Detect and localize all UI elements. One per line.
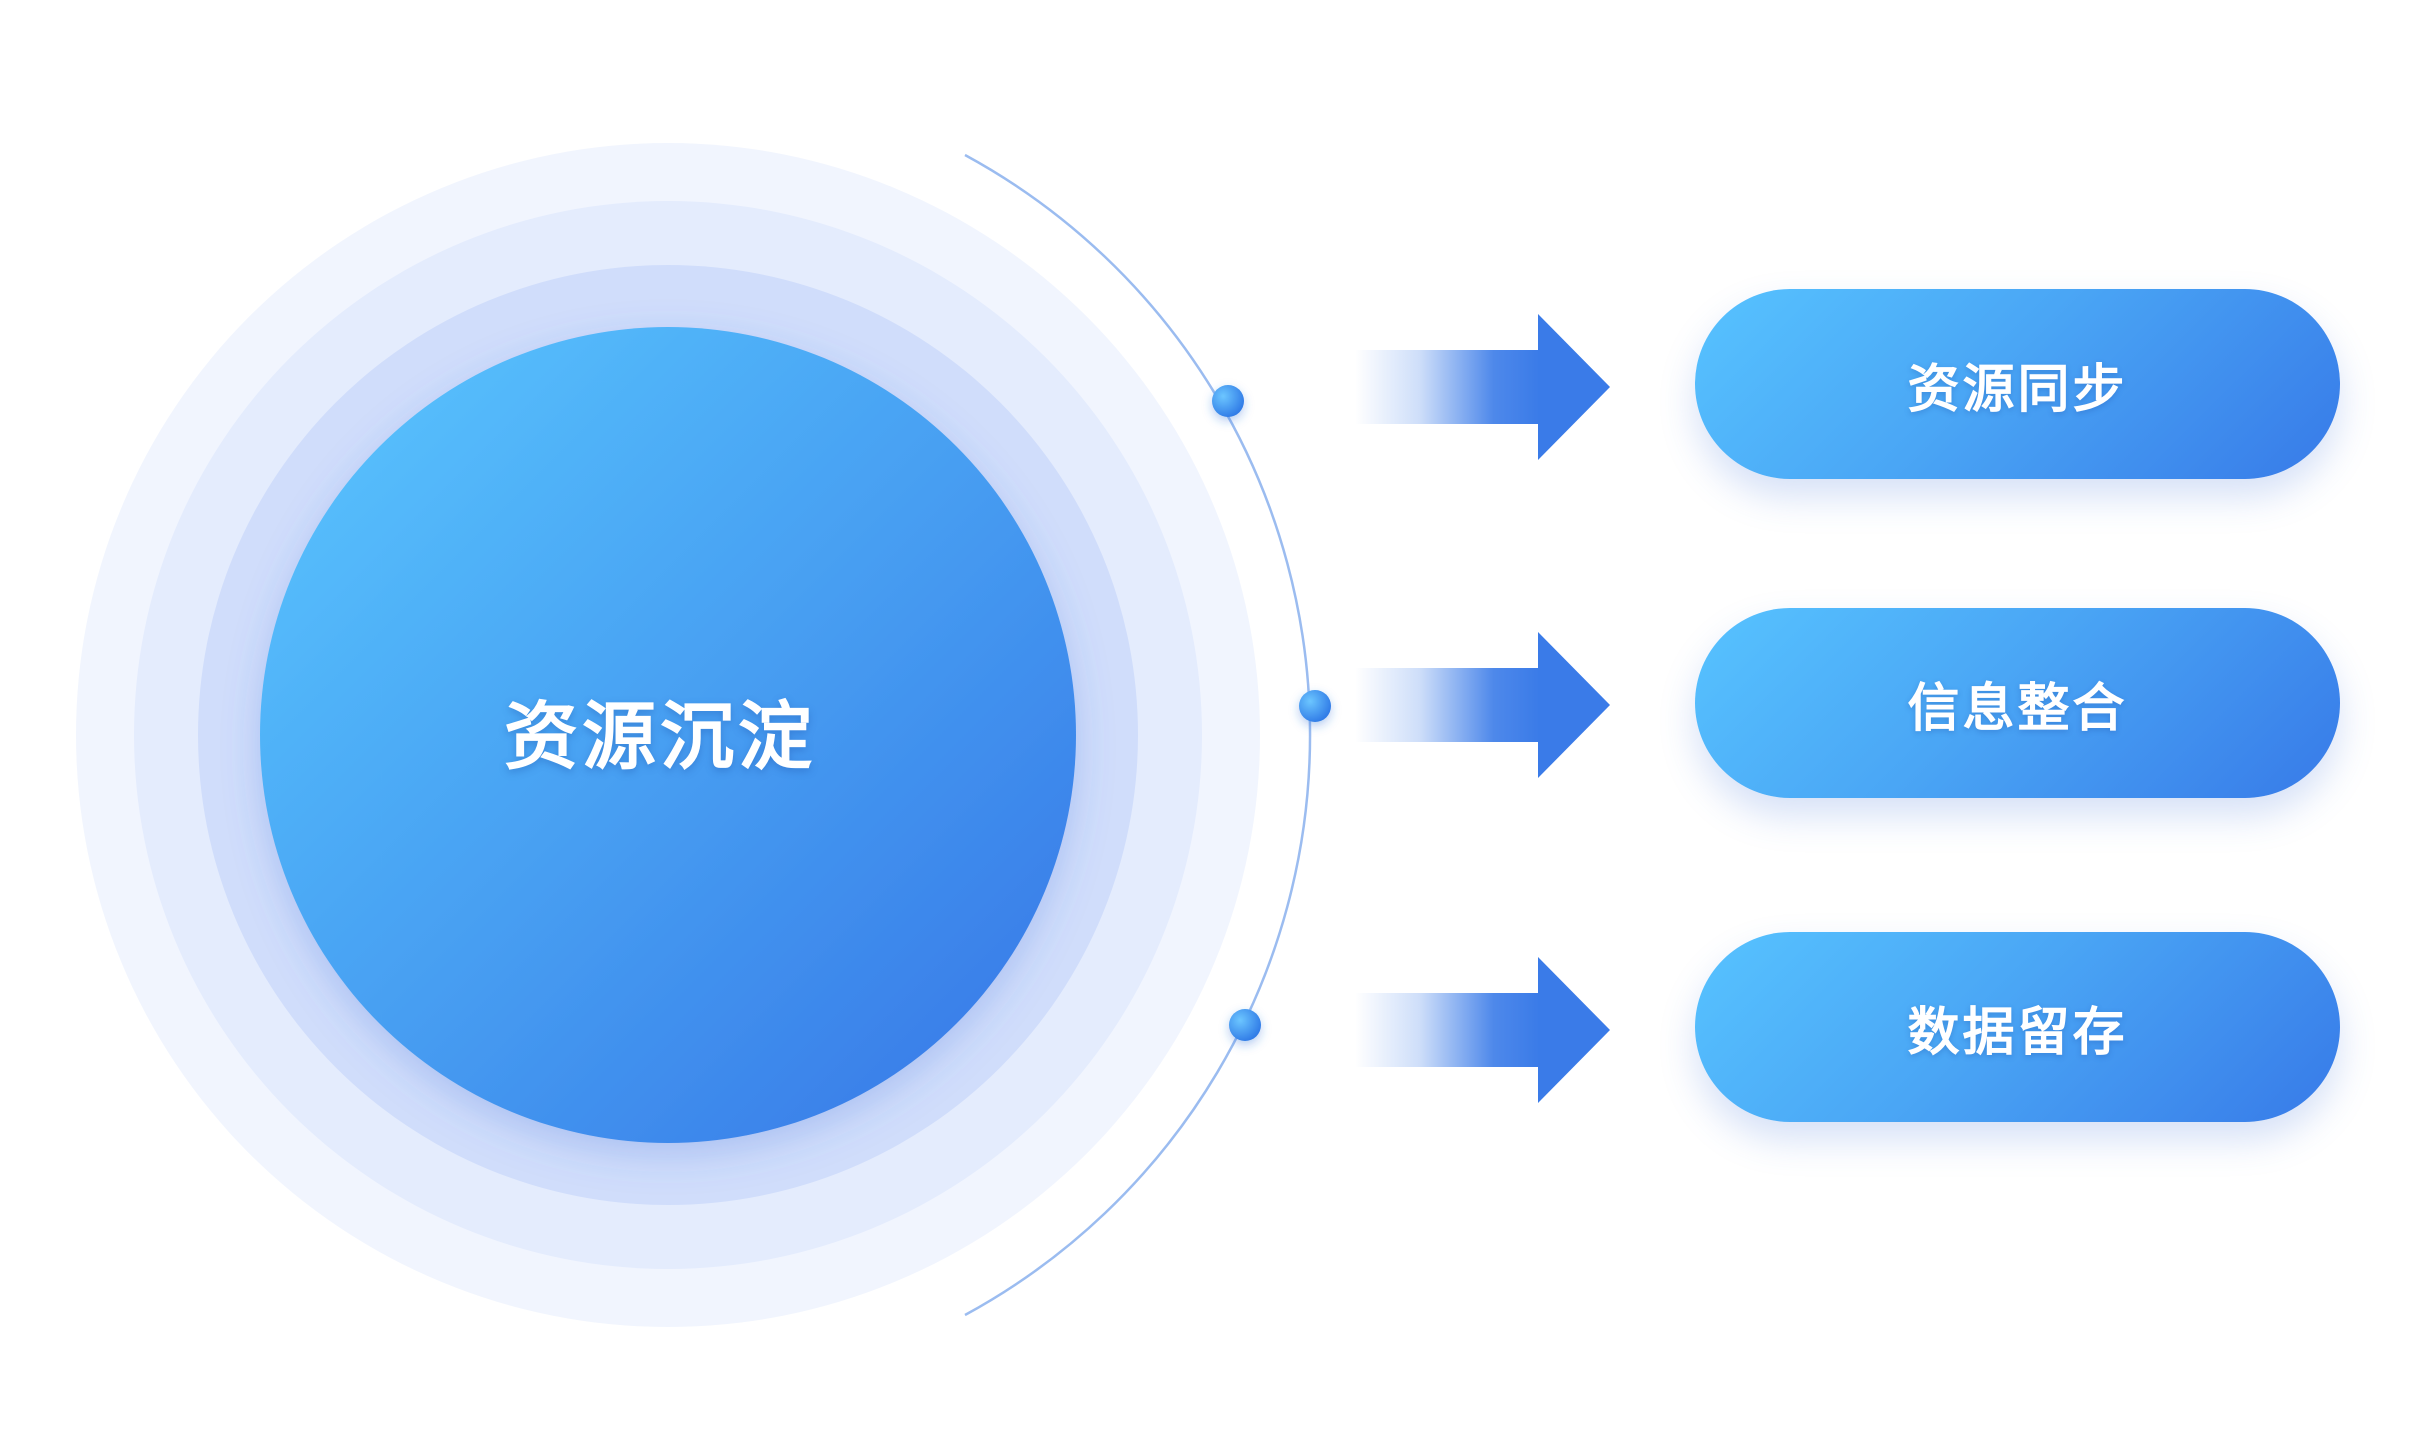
item-resource-sync: 资源同步 — [1695, 289, 2340, 479]
core-circle — [260, 327, 1076, 1143]
item-label: 资源同步 — [1907, 359, 2128, 420]
arc-dot-3 — [1229, 1009, 1261, 1041]
arrow-1 — [1355, 314, 1610, 460]
item-data-retention: 数据留存 — [1695, 932, 2340, 1122]
item-label: 数据留存 — [1907, 1002, 2128, 1063]
arrow-3 — [1355, 957, 1610, 1103]
arc-dot-1 — [1212, 385, 1244, 417]
item-info-integration: 信息整合 — [1695, 608, 2340, 798]
arc-dot-2 — [1299, 690, 1331, 722]
connector-arc — [964, 153, 1312, 1317]
item-label: 信息整合 — [1907, 678, 2128, 739]
arrow-2 — [1355, 632, 1610, 778]
